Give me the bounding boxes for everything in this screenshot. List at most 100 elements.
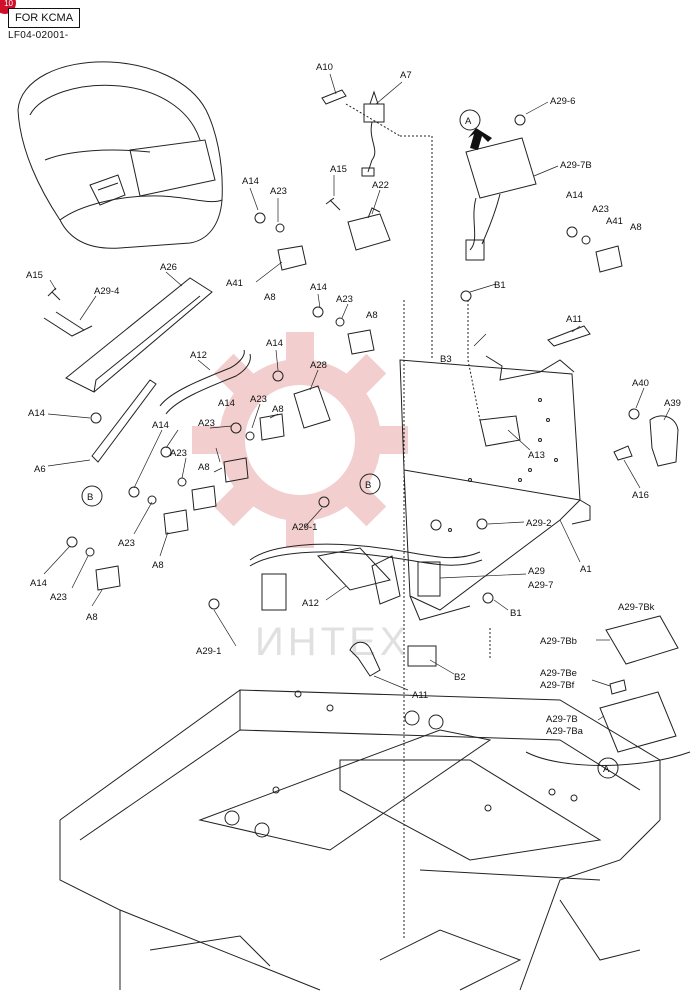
callout-label: A29-7B [546,714,578,725]
callout-label: B1 [510,608,522,619]
bolt-icon [312,306,345,327]
ref-marker-a-bottom: A [597,757,619,779]
callout-label: A13 [528,450,545,461]
ref-marker-b-left: B [81,485,103,507]
callout-label: A15 [330,164,347,175]
callout-label: A8 [366,310,378,321]
callout-label: A15 [26,270,43,281]
view-arrow-icon [468,128,492,150]
main-bracket-a1-drawing [399,355,591,621]
callout-label: A12 [190,350,207,361]
svg-text:A: A [465,116,472,127]
bolt-icon [566,226,591,245]
callout-label: A8 [152,560,164,571]
callout-label: A29-1 [292,522,317,533]
callout-label: A7 [400,70,412,81]
callout-label: A14 [218,398,235,409]
callout-label: A40 [632,378,649,389]
callout-label: A10 [316,62,333,73]
callout-label: A23 [118,538,135,549]
callout-label: A23 [50,592,67,603]
callout-label: A29-1 [196,646,221,657]
bolt-icon [318,496,330,508]
bolt-icon [272,370,284,382]
callout-label: A29-7 [528,580,553,591]
callout-label: A41 [226,278,243,289]
callout-label: B3 [440,354,452,365]
svg-text:B: B [87,492,93,503]
svg-text:A: A [603,764,610,775]
bolt-icon [208,598,220,610]
callout-label: A22 [372,180,389,191]
callout-label: A39 [664,398,681,409]
bolt-icon [476,518,488,530]
clamp-icon [95,565,121,591]
callout-label: A16 [632,490,649,501]
callout-label: A11 [412,690,428,701]
callout-label: A28 [310,360,327,371]
callout-label: A29-7Bb [540,636,577,647]
callout-label: A29-2 [526,518,551,529]
clamp-icon [259,413,285,441]
callout-labels: A10 A7 A29-6 A29-7B A14 A23 A15 A22 A14 … [26,62,681,737]
leader-lines [43,73,671,721]
callout-label: A23 [170,448,187,459]
callout-label: A11 [566,314,582,325]
part-sketches [43,89,691,940]
ref-marker-a-top: A [459,109,481,131]
callout-label: A12 [302,598,319,609]
clamp-icon [223,457,249,483]
callout-label: A26 [160,262,177,273]
callout-label: B1 [494,280,506,291]
operator-seat-drawing [17,61,223,249]
watermark-text: ИНТЕХ [255,620,410,664]
callout-label: A8 [630,222,642,233]
callout-label: A23 [270,186,287,197]
fasteners [66,114,640,610]
callout-label: A6 [34,464,46,475]
callout-label: A14 [266,338,283,349]
svg-text:B: B [365,480,371,491]
catalog-badge: FOR KCMA [8,8,80,28]
clamp-icon [163,509,189,535]
callout-label: A8 [272,404,284,415]
bolt-icon [66,536,95,557]
callout-label: A23 [336,294,353,305]
callout-label: A14 [30,578,47,589]
ref-marker-b-mid: B [359,473,381,495]
callout-label: A29-7Be [540,668,577,679]
clamp-icon [595,245,623,273]
callout-label: A14 [152,420,169,431]
callout-label: A29-7B [560,160,592,171]
clamp-icon [277,245,307,271]
bolt-icon [628,408,640,420]
bolt-icon [482,592,494,604]
callout-label: A29-4 [94,286,119,297]
callout-label: A29-7Bk [618,602,655,613]
watermark: ИНТЕХ [192,332,410,664]
callout-label: B2 [454,672,466,683]
bolt-icon [460,290,472,302]
bolt-icon [90,412,102,424]
callout-label: A14 [310,282,327,293]
callout-label: A8 [198,462,210,473]
clamp-icon [191,485,217,511]
bolt-icon [514,114,526,126]
bolt-icon [254,212,285,233]
callout-label: A23 [250,394,267,405]
callout-label: A29 [528,566,545,577]
callout-label: A8 [86,612,98,623]
watermark-gear-icon [192,332,408,548]
callout-label: A23 [198,418,215,429]
callout-label: A29-6 [550,96,575,107]
bolt-icon [230,422,255,441]
callout-label: A1 [580,564,592,575]
wire-harness-a29-drawing [249,543,483,677]
clamp-icon [347,329,375,355]
callout-label: A14 [28,408,45,419]
callout-label: A14 [242,176,259,187]
callout-label: A29-7Bf [540,680,575,691]
drawing-code: LF04-02001- [8,30,69,41]
callout-label: A29-7Ba [546,726,584,737]
